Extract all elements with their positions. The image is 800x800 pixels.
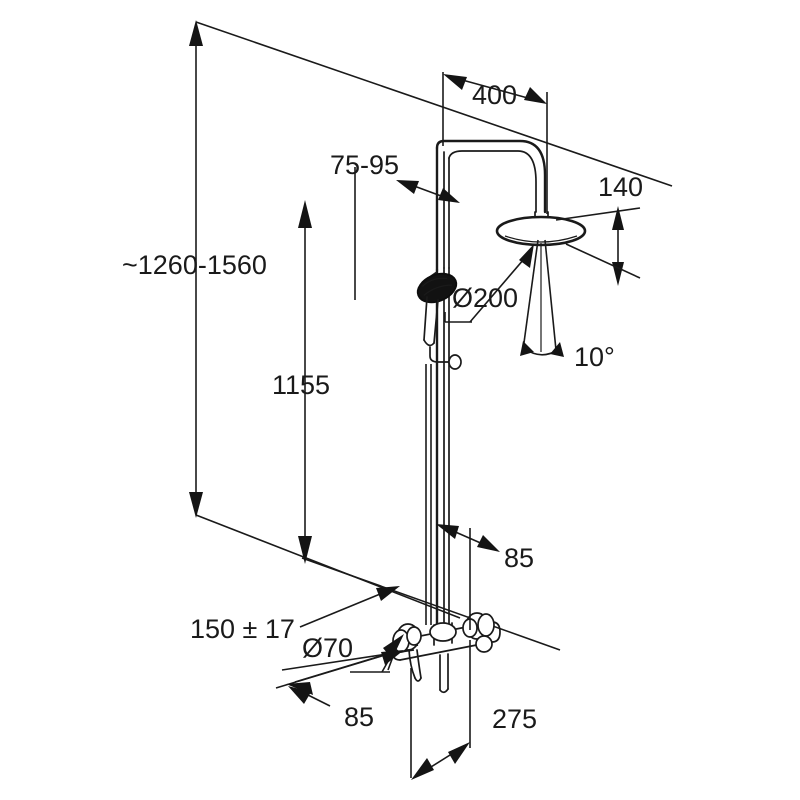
label-spray-angle: 10°	[574, 342, 615, 372]
dimension-labels: ~1260-1560 1155 400 75-95 140 Ø200 10° 1…	[122, 80, 643, 734]
spray-cone	[520, 239, 564, 357]
shower-arm	[435, 139, 547, 272]
label-head-offset: 140	[598, 172, 643, 202]
dim-mixer-depth	[410, 640, 471, 780]
dim-mixer-height	[299, 586, 400, 628]
label-wall-gap: 75-95	[330, 150, 399, 180]
overhead-shower-head	[495, 211, 587, 247]
label-head-diameter: Ø200	[452, 283, 518, 313]
label-mixer-height: 150 ± 17	[190, 614, 295, 644]
dim-head-offset	[555, 206, 641, 286]
label-spacing-upper: 85	[504, 543, 534, 573]
dim-wall-gap	[354, 167, 460, 300]
label-escutcheon-diameter: Ø70	[302, 633, 353, 663]
dim-head-diameter	[444, 244, 534, 323]
dim-overall-height	[189, 20, 203, 518]
hand-shower	[416, 271, 462, 625]
label-overall-height: ~1260-1560	[122, 250, 267, 280]
dim-spacing-upper	[436, 524, 500, 630]
dim-arm-projection	[442, 72, 548, 214]
mixer-valve-body	[391, 612, 501, 694]
label-mixer-depth: 275	[492, 704, 537, 734]
dim-rail-height	[298, 200, 312, 564]
riser-rail	[435, 267, 450, 627]
label-rail-height: 1155	[272, 370, 330, 400]
dim-spacing-lower	[286, 650, 404, 707]
label-arm-projection: 400	[472, 80, 517, 110]
label-spacing-lower: 85	[344, 702, 374, 732]
